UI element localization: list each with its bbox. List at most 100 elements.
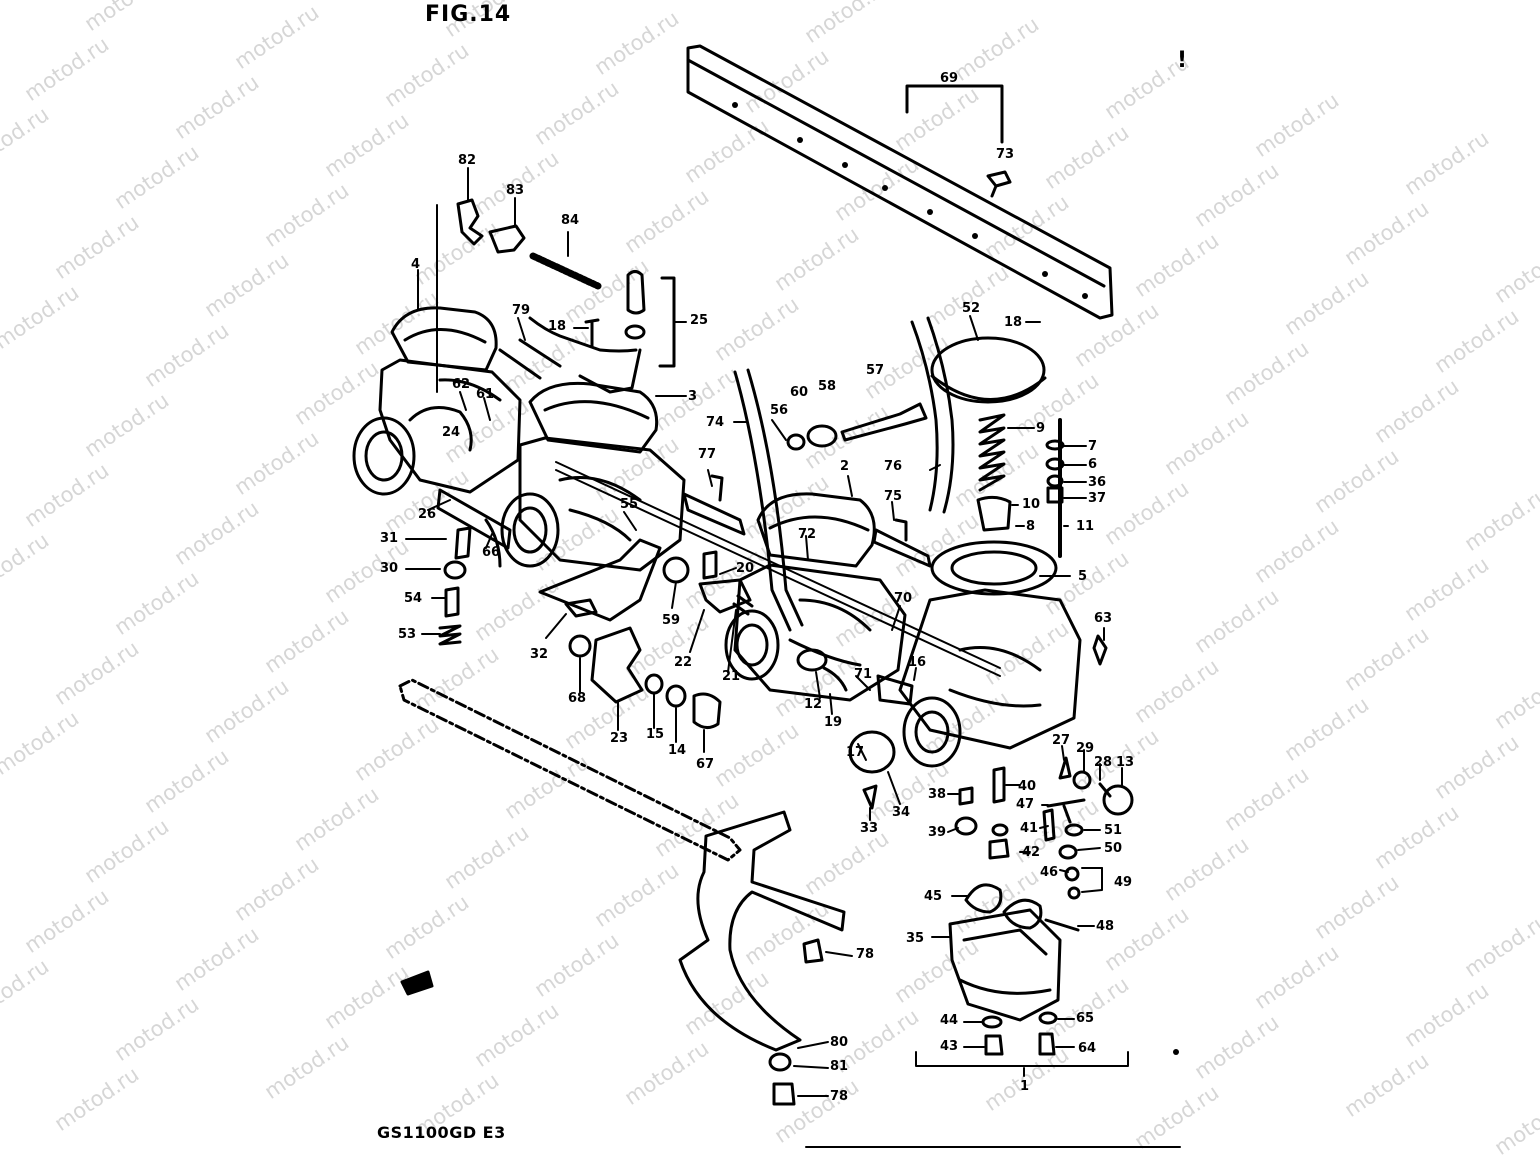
- callout-36: 36: [1088, 475, 1107, 490]
- callout-30: 30: [380, 561, 399, 576]
- callout-44: 44: [940, 1013, 959, 1028]
- callout-59: 59: [662, 613, 681, 628]
- callout-56: 56: [770, 403, 789, 418]
- callout-31: 31: [380, 531, 399, 546]
- callout-79: 79: [512, 303, 531, 318]
- callout-2: 2: [840, 459, 850, 474]
- callout-70: 70: [894, 591, 913, 606]
- callout-52: 52: [962, 301, 981, 316]
- callout-49: 49: [1114, 875, 1133, 890]
- callout-69: 69: [940, 71, 959, 86]
- callout-66: 66: [482, 545, 501, 560]
- callout-42: 42: [1022, 845, 1041, 860]
- carb-2-top: [756, 492, 876, 568]
- callout-10: 10: [1022, 497, 1041, 512]
- callout-26: 26: [418, 507, 437, 522]
- callout-29: 29: [1076, 741, 1095, 756]
- callout-13: 13: [1116, 755, 1135, 770]
- callout-75: 75: [884, 489, 903, 504]
- figure-title: FIG.14: [425, 2, 512, 27]
- callout-72: 72: [798, 527, 817, 542]
- callout-47: 47: [1016, 797, 1035, 812]
- top-rail-bracket: [686, 44, 1114, 320]
- callout-33: 33: [860, 821, 879, 836]
- callout-61: 61: [476, 387, 495, 402]
- callout-22: 22: [674, 655, 693, 670]
- callout-68: 68: [568, 691, 587, 706]
- callout-1: 1: [1020, 1079, 1030, 1094]
- callout-78b: 78: [830, 1089, 849, 1104]
- callout-63: 63: [1094, 611, 1113, 626]
- carb-4-intake: [352, 416, 416, 496]
- carb-3-top: [528, 381, 659, 454]
- callout-14: 14: [668, 743, 687, 758]
- callout-64: 64: [1078, 1041, 1097, 1056]
- attention-mark: !: [1177, 48, 1188, 73]
- callout-48: 48: [1096, 919, 1115, 934]
- callout-12: 12: [804, 697, 823, 712]
- callout-53: 53: [398, 627, 417, 642]
- callout-78a: 78: [856, 947, 875, 962]
- vacuum-spring: [978, 413, 1006, 492]
- callout-19: 19: [824, 715, 843, 730]
- callout-73: 73: [996, 147, 1015, 162]
- carb-1-intake: [902, 696, 962, 768]
- callout-11: 11: [1076, 519, 1095, 534]
- callout-20: 20: [736, 561, 755, 576]
- float-bowl: [948, 908, 1062, 1022]
- carb-1-body: [898, 588, 1082, 750]
- callout-28: 28: [1094, 755, 1113, 770]
- callout-57: 57: [866, 363, 885, 378]
- callout-51: 51: [1104, 823, 1123, 838]
- carb-4-top: [390, 306, 498, 372]
- callout-3: 3: [688, 389, 698, 404]
- callout-40: 40: [1018, 779, 1037, 794]
- callout-41: 41: [1020, 821, 1039, 836]
- lower-shield: [678, 810, 846, 1052]
- callout-18b: 18: [1004, 315, 1023, 330]
- callout-84: 84: [561, 213, 580, 228]
- model-code: GS1100GD E3: [377, 1123, 506, 1142]
- callout-46: 46: [1040, 865, 1059, 880]
- carb-2-intake: [724, 609, 780, 681]
- callout-62: 62: [452, 377, 471, 392]
- callout-74: 74: [706, 415, 725, 430]
- callout-16: 16: [908, 655, 927, 670]
- callout-71: 71: [854, 667, 873, 682]
- callout-8: 8: [1026, 519, 1036, 534]
- callout-27: 27: [1052, 733, 1071, 748]
- callout-5: 5: [1078, 569, 1088, 584]
- callout-15: 15: [646, 727, 665, 742]
- callout-34: 34: [892, 805, 911, 820]
- float: [964, 883, 1003, 914]
- callout-67: 67: [696, 757, 715, 772]
- callout-39: 39: [928, 825, 947, 840]
- callout-38: 38: [928, 787, 947, 802]
- callout-60: 60: [790, 385, 809, 400]
- callout-55: 55: [620, 497, 639, 512]
- callout-18a: 18: [548, 319, 567, 334]
- callout-37: 37: [1088, 491, 1107, 506]
- lower-bracket: [398, 678, 742, 862]
- callout-80: 80: [830, 1035, 849, 1050]
- callout-24: 24: [442, 425, 461, 440]
- callout-43: 43: [940, 1039, 959, 1054]
- carb-4-body: [378, 358, 522, 494]
- callout-65: 65: [1076, 1011, 1095, 1026]
- callout-77: 77: [698, 447, 717, 462]
- callout-9: 9: [1036, 421, 1046, 436]
- callout-17: 17: [846, 745, 865, 760]
- carb-3-intake: [500, 492, 560, 568]
- callout-32: 32: [530, 647, 549, 662]
- callout-7: 7: [1088, 439, 1098, 454]
- rail-screw-73: [986, 170, 1012, 198]
- callout-50: 50: [1104, 841, 1123, 856]
- callout-45: 45: [924, 889, 943, 904]
- carb-3-body: [518, 436, 686, 572]
- diaphragm: [930, 540, 1058, 596]
- callout-58: 58: [818, 379, 837, 394]
- callout-23: 23: [610, 731, 629, 746]
- callout-6: 6: [1088, 457, 1098, 472]
